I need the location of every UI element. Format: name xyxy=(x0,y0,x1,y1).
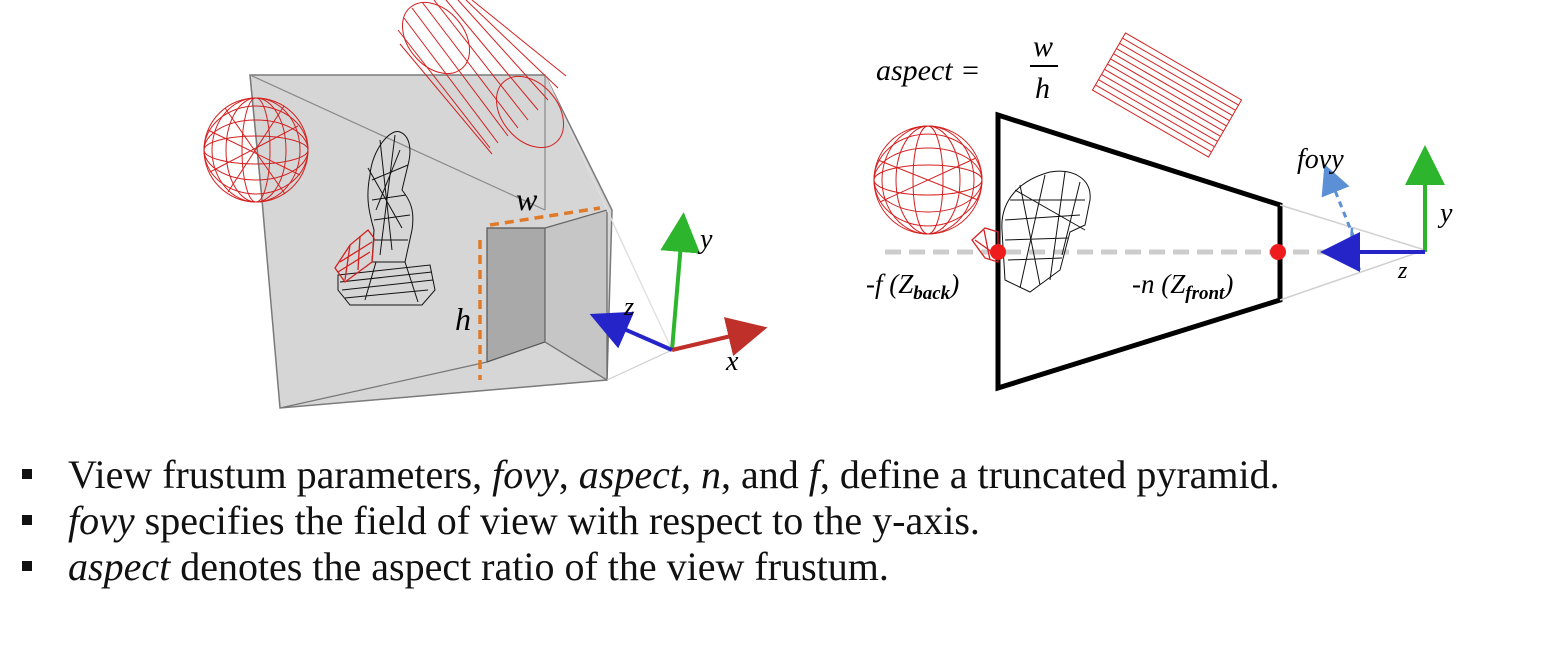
right-2d-frustum: aspect = w h xyxy=(866,30,1453,392)
left-axis-y-label: y xyxy=(697,224,713,255)
aspect-formula-lhs: aspect = xyxy=(876,54,988,87)
wireframe-sphere xyxy=(203,97,309,203)
fovy-dashed-arrow xyxy=(1321,164,1360,249)
left-axis-x-label: x xyxy=(725,346,739,377)
fovy-label: fovy xyxy=(1297,144,1344,175)
wireframe-knight-side xyxy=(1001,170,1091,293)
aspect-formula-numerator: w xyxy=(1033,30,1053,63)
near-plane-label: -n (Zfront) xyxy=(1132,269,1233,304)
right-camera-axes: y z xyxy=(1320,145,1453,284)
left-3d-frustum: w h y x z xyxy=(203,0,768,409)
bullet-item: View frustum parameters, fovy, aspect, n… xyxy=(22,452,1532,498)
near-label-prefix: -n (Z xyxy=(1132,269,1186,299)
near-label-subscript: front xyxy=(1185,283,1225,304)
wireframe-sphere-side xyxy=(873,125,983,235)
width-label: w xyxy=(516,181,538,217)
aspect-formula-denominator: h xyxy=(1035,72,1050,105)
near-label-suffix: ) xyxy=(1222,269,1233,299)
far-label-prefix: -f (Z xyxy=(866,269,914,299)
left-camera-axes: y x z xyxy=(589,212,768,377)
bullet-item: aspect denotes the aspect ratio of the v… xyxy=(22,544,1532,590)
bullet-square xyxy=(22,561,32,571)
width-dashed-marker xyxy=(489,206,601,227)
height-label: h xyxy=(455,301,471,337)
far-plane-point xyxy=(990,244,1006,260)
frustum-diagrams: w h y x z aspect = w h xyxy=(203,0,1453,409)
near-plane-point xyxy=(1270,244,1286,260)
far-plane-label: -f (Zback) xyxy=(866,269,959,304)
bullet-item: fovy specifies the field of view with re… xyxy=(22,498,1532,544)
left-axis-z-label: z xyxy=(623,292,634,321)
right-axis-y-label: y xyxy=(1437,198,1453,229)
aspect-formula: aspect = w h xyxy=(876,30,1058,105)
far-label-suffix: ) xyxy=(948,269,959,299)
far-label-subscript: back xyxy=(913,283,950,304)
wireframe-cylinder-side xyxy=(1091,32,1243,158)
wireframe-cylinder xyxy=(397,0,567,155)
bullet-list: View frustum parameters, fovy, aspect, n… xyxy=(22,452,1532,590)
right-axis-z-label: z xyxy=(1397,258,1408,284)
bullet-square xyxy=(22,515,32,525)
wireframe-knight xyxy=(337,131,436,306)
bullet-square xyxy=(22,469,32,479)
frustum-near-plane xyxy=(486,227,546,363)
clipped-knight-fragment xyxy=(334,229,375,283)
